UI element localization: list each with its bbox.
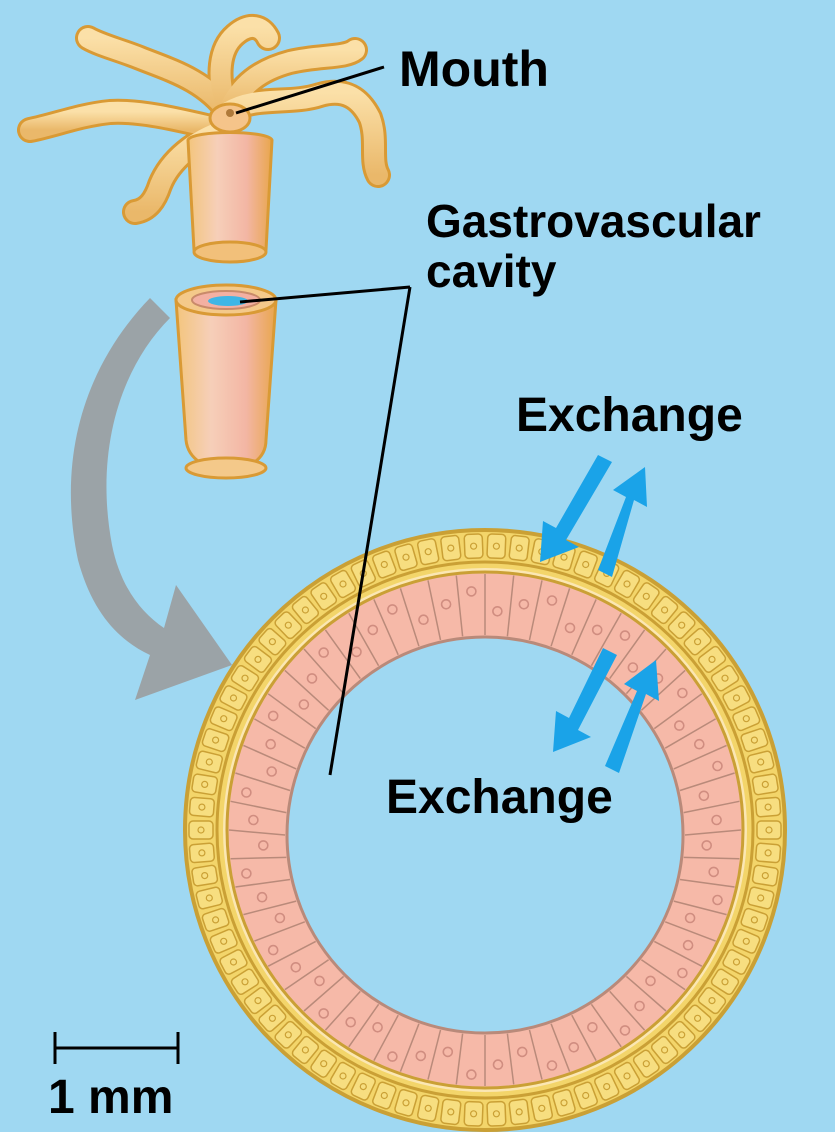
- epidermal-cell: [417, 538, 439, 565]
- hydra-hypostome: [210, 104, 250, 132]
- epidermal-cell: [464, 1101, 483, 1126]
- exchange-label-inner: Exchange: [386, 774, 613, 822]
- epidermal-cell: [191, 774, 218, 796]
- gastrovascular-cavity-label: Gastrovascular cavity: [426, 196, 761, 296]
- hydra-upper-body: [188, 133, 272, 260]
- epidermal-cell: [531, 1095, 553, 1122]
- hydra-organism: [30, 27, 378, 478]
- scale-bar: [55, 1032, 178, 1064]
- exchange-arrow-out-outer: [598, 467, 647, 577]
- epidermal-cell: [417, 1095, 439, 1122]
- body-wall-cross-section: [185, 530, 785, 1130]
- mouth-label: Mouth: [399, 44, 549, 94]
- scale-bar-label: 1 mm: [48, 1074, 173, 1122]
- epidermal-cell: [189, 797, 214, 817]
- epidermal-cell: [191, 865, 218, 887]
- epidermal-cell: [752, 865, 779, 887]
- epidermal-cell: [440, 1099, 461, 1125]
- epidermal-cell: [189, 821, 213, 839]
- epidermal-cell: [755, 797, 780, 817]
- epidermal-cell: [755, 843, 780, 863]
- cavity-label-line2: cavity: [426, 246, 761, 296]
- exchange-arrow-in-outer: [540, 455, 612, 562]
- mouth-opening: [226, 109, 234, 117]
- epidermal-cell: [487, 534, 506, 559]
- epidermal-cell: [752, 774, 779, 796]
- exchange-label-outer: Exchange: [516, 392, 743, 440]
- epidermal-cell: [509, 1099, 530, 1125]
- epidermal-cell: [487, 1101, 506, 1126]
- gastrovascular-cavity: [287, 637, 683, 1033]
- epidermal-cell: [757, 821, 781, 839]
- epidermal-cell: [440, 535, 461, 561]
- hydra-lower-body: [176, 300, 276, 470]
- cavity-label-line1: Gastrovascular: [426, 196, 761, 246]
- epidermal-cell: [509, 535, 530, 561]
- epidermal-cell: [189, 843, 214, 863]
- epidermal-cell: [464, 534, 483, 559]
